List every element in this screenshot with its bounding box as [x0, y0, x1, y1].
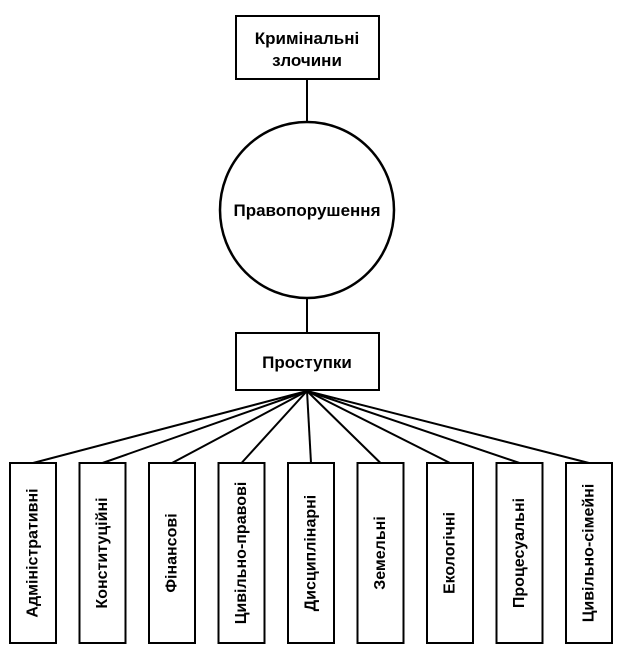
misdemeanor-type-label: Адміністративні [25, 488, 42, 617]
fan-connector [306, 390, 451, 464]
misdemeanors-box: Проступки [235, 332, 380, 391]
misdemeanor-types: Адміністративні Конституційні Фінансові Цив… [9, 462, 613, 644]
misdemeanor-type-box: Цивільно-правові [217, 462, 266, 644]
criminal-crimes-label-line2: злочини [272, 51, 342, 70]
fan-connectors [32, 390, 590, 464]
fan-connector [306, 390, 520, 464]
misdemeanors-label: Проступки [262, 353, 352, 372]
misdemeanor-type-box: Екологічні [426, 462, 474, 644]
misdemeanor-type-box: Земельні [356, 462, 405, 644]
fan-connector [240, 390, 308, 464]
misdemeanor-type-box: Фінансові [148, 462, 196, 644]
misdemeanor-type-label: Екологічні [442, 512, 459, 594]
misdemeanor-type-label: Цивільно-сімейні [581, 484, 598, 623]
misdemeanor-type-label: Конституційні [94, 497, 111, 608]
misdemeanor-type-label: Дисциплінарні [303, 495, 320, 612]
misdemeanor-type-box: Цивільно-сімейні [565, 462, 613, 644]
misdemeanor-type-label: Земельні [372, 516, 389, 590]
fan-connector [171, 390, 308, 464]
misdemeanor-type-box: Адміністративні [9, 462, 57, 644]
misdemeanor-type-box: Конституційні [78, 462, 127, 644]
fan-connector [102, 390, 308, 464]
criminal-crimes-box: Кримінальні злочини [235, 15, 380, 80]
fan-connector [32, 390, 308, 464]
misdemeanor-type-box: Процесуальні [495, 462, 544, 644]
criminal-crimes-label-line1: Кримінальні [255, 29, 359, 48]
offenses-circle: Правопорушення [218, 120, 396, 300]
misdemeanor-type-label: Цивільно-правові [233, 482, 250, 625]
fan-connector [306, 390, 590, 464]
fan-connector [306, 390, 312, 464]
misdemeanor-type-label: Фінансові [164, 513, 181, 592]
fan-connector [306, 390, 382, 464]
offenses-label: Правопорушення [233, 201, 380, 220]
misdemeanor-type-label: Процесуальні [511, 498, 528, 608]
misdemeanor-type-box: Дисциплінарні [287, 462, 335, 644]
